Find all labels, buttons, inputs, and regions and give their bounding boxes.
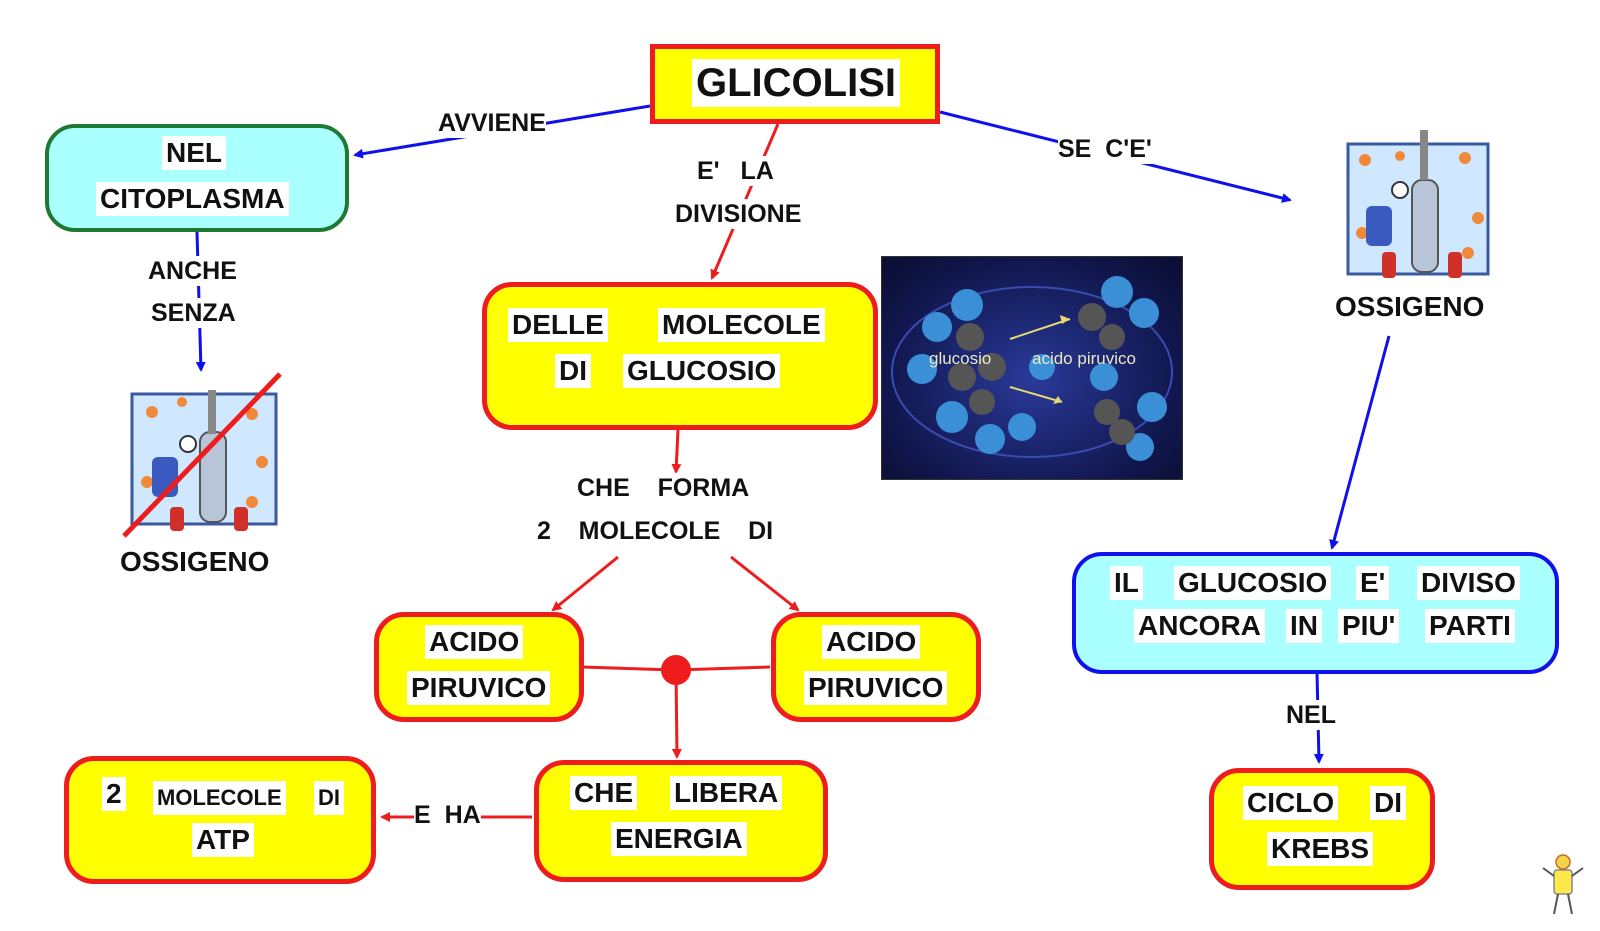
glycolysis-photo: glucosio acido piruvico [881,256,1183,480]
oxygen-tank-crossed-image [122,372,286,542]
atp-text-molecole: MOLECOLE [153,781,286,815]
diviso-text-piu: PIU' [1338,609,1400,643]
label-divisione: DIVISIONE [675,199,802,229]
atp-node: 2 MOLECOLE DI ATP [64,756,376,884]
libera-text-energia: ENERGIA [611,822,747,856]
molecole-text-di: DI [555,354,591,388]
oxygen-tank-icon [1346,130,1490,278]
libera-text-libera: LIBERA [670,776,783,810]
oxygen-no-label: OSSIGENO [120,545,270,579]
glucosio-diviso-node: IL GLUCOSIO E' DIVISO ANCORA IN PIU' PAR… [1072,552,1559,674]
krebs-text-krebs: KREBS [1267,832,1374,866]
diviso-text-parti: PARTI [1425,609,1515,643]
link-che-forma [551,429,800,612]
mascot-figure [1540,852,1586,920]
label-senza: SENZA [151,298,236,328]
glicolisi-node: GLICOLISI [650,44,940,124]
acido-left-text-2: PIRUVICO [407,671,551,705]
photo-label-acido: acido piruvico [1032,349,1136,368]
libera-text-che: CHE [570,776,638,810]
diviso-text-glucosio: GLUCOSIO [1174,566,1332,600]
citoplasma-node: NEL CITOPLASMA [45,124,349,232]
diviso-text-e: E' [1356,566,1390,600]
atp-text-2: 2 [102,777,126,811]
diviso-text-il: IL [1110,566,1143,600]
label-anche: ANCHE [148,256,237,286]
acido-left-text-1: ACIDO [425,625,524,659]
krebs-text-ciclo: CICLO [1243,786,1339,820]
acido-piruvico-left-node: ACIDO PIRUVICO [374,612,584,722]
diviso-text-in: IN [1286,609,1322,643]
diviso-text-ancora: ANCORA [1134,609,1265,643]
ciclo-krebs-node: CICLO DI KREBS [1209,768,1435,890]
citoplasma-text-2: CITOPLASMA [96,182,289,216]
acido-piruvico-right-node: ACIDO PIRUVICO [771,612,981,722]
atp-text-atp: ATP [192,823,254,857]
molecole-text-molecole: MOLECOLE [658,308,825,342]
diviso-text-diviso: DIVISO [1417,566,1520,600]
molecules-illustration [891,276,1173,461]
molecole-text-glucosio: GLUCOSIO [623,354,781,388]
mascot-icon [1542,854,1584,915]
link-ossigeno-diviso [1329,335,1391,550]
citoplasma-text-1: NEL [162,136,226,170]
glicolisi-title: GLICOLISI [692,59,900,107]
label-e-la: E' LA [697,156,774,186]
photo-label-glucosio: glucosio [929,349,992,368]
oxygen-tank-crossed-icon [122,372,282,538]
oxygen-yes-label: OSSIGENO [1335,290,1485,324]
acido-right-text-1: ACIDO [822,625,921,659]
label-avviene: AVVIENE [438,108,546,138]
oxygen-tank-image [1340,128,1496,286]
libera-energia-node: CHE LIBERA ENERGIA [534,760,828,882]
link-junction [581,655,771,759]
label-2-molecole-di: 2 MOLECOLE DI [537,516,774,546]
atp-text-di: DI [314,781,344,815]
label-che-forma: CHE FORMA [577,473,750,503]
acido-right-text-2: PIRUVICO [804,671,948,705]
krebs-text-di: DI [1370,786,1406,820]
label-se-ce: SE C'E' [1058,134,1152,164]
label-e-ha: E HA [414,800,481,830]
molecole-text-delle: DELLE [508,308,608,342]
label-nel: NEL [1286,700,1336,730]
molecole-glucosio-node: DELLE MOLECOLE DI GLUCOSIO [482,282,878,430]
